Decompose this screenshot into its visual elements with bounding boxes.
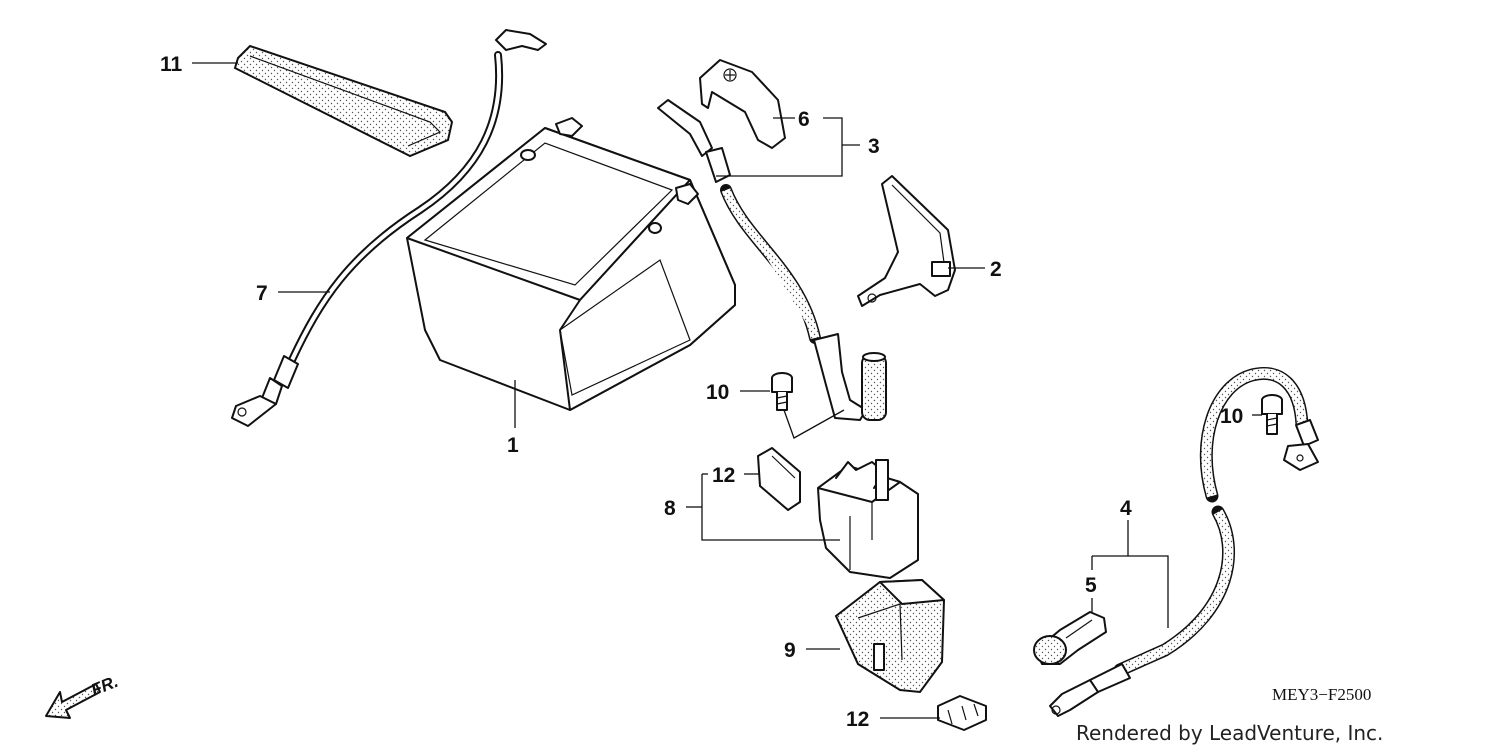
positive-cable-part[interactable] bbox=[657, 99, 887, 421]
relay-holder-part[interactable] bbox=[834, 578, 946, 694]
callout-6: 6 bbox=[798, 108, 810, 131]
positive-terminal-cover-part[interactable] bbox=[857, 175, 956, 307]
terminal-bolt-part-a[interactable] bbox=[771, 372, 793, 411]
terminal-boot-part[interactable] bbox=[1033, 611, 1107, 665]
battery-part[interactable] bbox=[406, 117, 736, 411]
callout-7: 7 bbox=[256, 282, 268, 305]
callout-12-upper: 12 bbox=[712, 464, 735, 487]
callout-3: 3 bbox=[868, 135, 880, 158]
spare-fuse-part-a[interactable] bbox=[757, 447, 801, 511]
front-arrow-icon bbox=[45, 683, 101, 719]
terminal-cover-part[interactable] bbox=[699, 59, 786, 149]
negative-cable-part[interactable] bbox=[231, 29, 547, 427]
callout-10-lower: 10 bbox=[1220, 405, 1243, 428]
callout-12-lower: 12 bbox=[846, 708, 869, 731]
battery-band-part[interactable] bbox=[233, 44, 454, 158]
spare-fuse-part-b[interactable] bbox=[937, 695, 987, 731]
callout-11: 11 bbox=[160, 53, 183, 76]
callout-10-upper: 10 bbox=[706, 381, 729, 404]
leader-lines bbox=[192, 62, 1262, 719]
callout-4: 4 bbox=[1120, 497, 1132, 520]
render-credit: Rendered by LeadVenture, Inc. bbox=[1076, 721, 1383, 745]
front-label: FR. bbox=[88, 672, 121, 700]
starter-cable-part[interactable] bbox=[1049, 367, 1319, 717]
callout-2: 2 bbox=[990, 258, 1002, 281]
callout-8: 8 bbox=[664, 497, 676, 520]
figure-code: MEY3−F2500 bbox=[1272, 685, 1371, 704]
callout-9: 9 bbox=[784, 639, 796, 662]
callout-5: 5 bbox=[1085, 574, 1097, 597]
callout-1: 1 bbox=[507, 434, 519, 457]
front-direction-indicator: FR. bbox=[45, 672, 121, 719]
terminal-bolt-part-b[interactable] bbox=[1261, 394, 1283, 435]
starter-relay-part[interactable] bbox=[817, 459, 919, 579]
